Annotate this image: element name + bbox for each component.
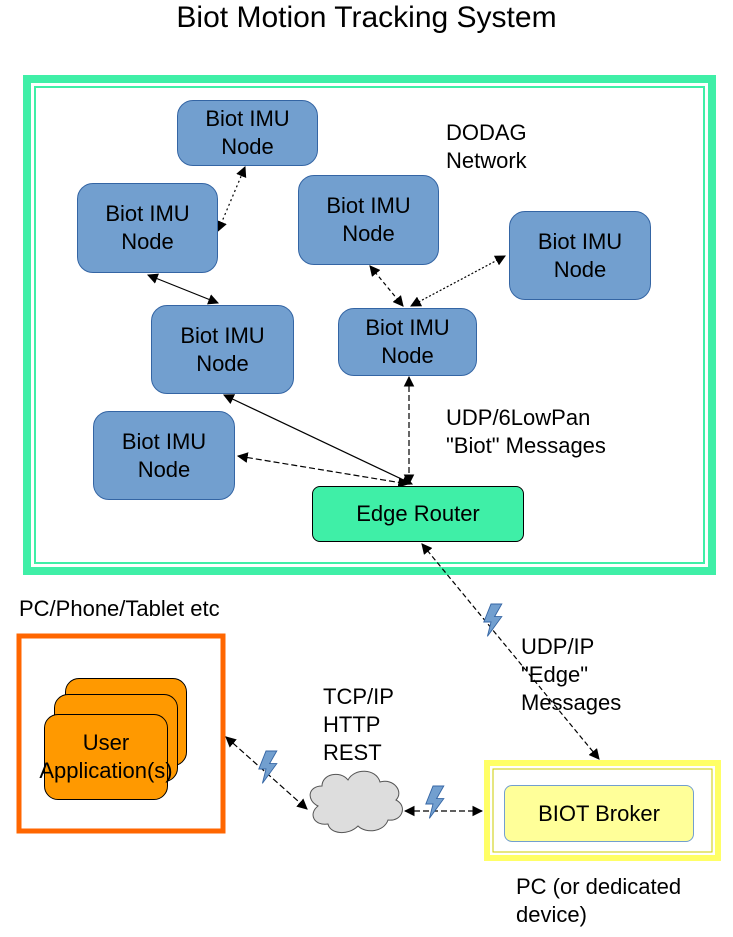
wireless-lightning-icon bbox=[483, 603, 503, 637]
link-node4-node6 bbox=[410, 255, 506, 307]
udp-6lowpan-label: UDP/6LowPan "Biot" Messages bbox=[446, 405, 606, 458]
link-node5-router bbox=[223, 394, 413, 485]
node-label: Biot IMU Node bbox=[180, 322, 265, 376]
biot-imu-node[interactable]: Biot IMU Node bbox=[509, 211, 651, 300]
node-label: Biot IMU Node bbox=[205, 106, 290, 159]
node-label: Biot IMU Node bbox=[537, 228, 623, 282]
dodag-network-container bbox=[23, 75, 716, 575]
link-router-broker bbox=[421, 543, 600, 760]
biot-broker-label: BIOT Broker bbox=[538, 800, 660, 826]
user-device-label: PC/Phone/Tablet etc bbox=[19, 596, 220, 621]
user-application[interactable]: User Application(s) bbox=[39, 714, 173, 800]
tcp-ip-label: TCP/IP HTTP REST bbox=[323, 684, 394, 765]
biot-imu-node[interactable]: Biot IMU Node bbox=[177, 100, 318, 166]
page-title: Biot Motion Tracking System bbox=[176, 1, 557, 34]
node-label: Biot IMU Node bbox=[105, 201, 190, 254]
edge-router-label: Edge Router bbox=[356, 501, 480, 526]
pc-broker-container bbox=[484, 760, 721, 861]
dodag-network-label: DODAG Network bbox=[446, 120, 527, 173]
udp-ip-label: UDP/IP "Edge" Messages bbox=[521, 634, 622, 715]
wireless-lightning-icon bbox=[425, 785, 445, 819]
biot-imu-node[interactable]: Biot IMU Node bbox=[298, 175, 439, 265]
node-label: Biot IMU Node bbox=[121, 428, 207, 482]
biot-imu-node[interactable]: Biot IMU Node bbox=[77, 183, 218, 273]
internet-cloud-icon bbox=[309, 770, 403, 833]
user-device-container bbox=[16, 633, 226, 834]
node-label: Biot IMU Node bbox=[365, 315, 450, 368]
biot-imu-node[interactable]: Biot IMU Node bbox=[93, 411, 235, 500]
biot-imu-node[interactable]: Biot IMU Node bbox=[151, 305, 294, 394]
node-label: Biot IMU Node bbox=[326, 193, 411, 246]
link-node1-node2 bbox=[216, 166, 247, 232]
link-node2-node5 bbox=[146, 273, 220, 305]
link-node3-node6 bbox=[369, 265, 404, 307]
edge-router[interactable]: Edge Router bbox=[312, 486, 524, 542]
biot-imu-node[interactable]: Biot IMU Node bbox=[338, 308, 477, 376]
pc-device-label: PC (or dedicated device) bbox=[516, 874, 682, 927]
user-application-label: User Application(s) bbox=[39, 730, 173, 783]
wireless-lightning-icon bbox=[258, 750, 278, 784]
biot-broker[interactable]: BIOT Broker bbox=[504, 785, 694, 842]
link-node7-router bbox=[236, 452, 410, 488]
